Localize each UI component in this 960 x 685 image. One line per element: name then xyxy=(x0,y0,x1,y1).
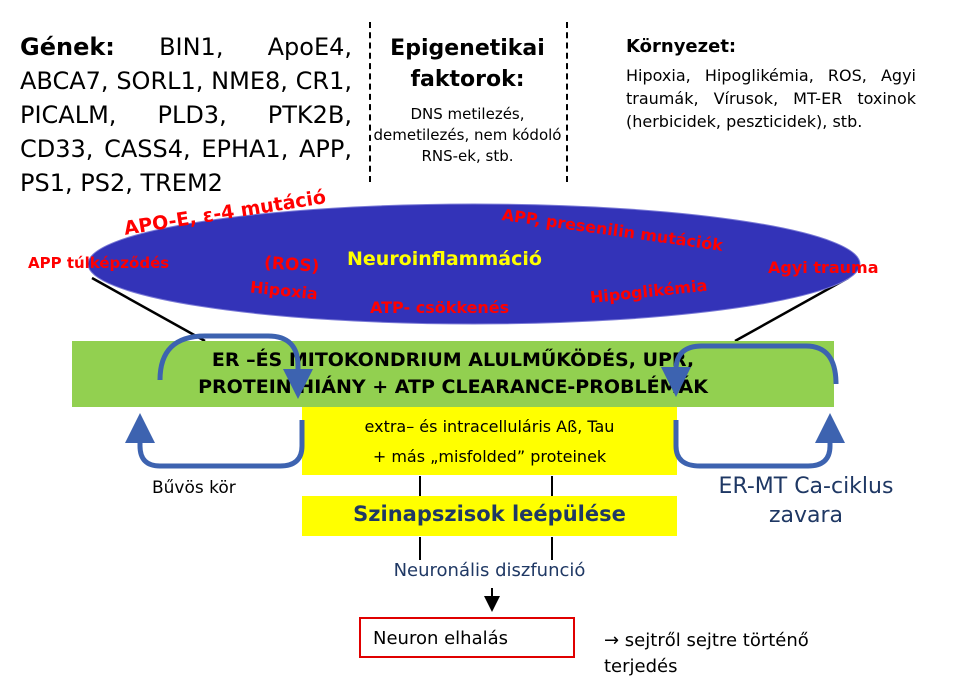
environment-items: Hipoxia, Hipoglikémia, ROS, Agyi traumák… xyxy=(626,66,916,131)
genes-list: BIN1, ApoE4, ABCA7, SORL1, NME8, CR1, PI… xyxy=(20,33,352,197)
epigenetic-items: DNS metilezés, demetilezés, nem kódoló R… xyxy=(373,105,562,165)
neuroinflammation-label: Neuroinflammáció xyxy=(347,248,542,270)
er-mitochondria-bar xyxy=(72,341,834,407)
spread-line2: terjedés xyxy=(604,656,678,677)
neuron-death-box: Neuron elhalás xyxy=(359,617,575,658)
epigenetic-title: Epigenetikai faktorok: xyxy=(390,36,545,92)
synapse-label: Szinapszisok leépülése xyxy=(353,502,626,526)
genes-block: Gének: BIN1, ApoE4, ABCA7, SORL1, NME8, … xyxy=(20,30,352,200)
ca-cycle-label: ER-MT Ca-ciklus zavara xyxy=(718,474,894,528)
app-overproduction-label: APP túlképződés xyxy=(28,254,170,272)
genes-label: Gének: xyxy=(20,33,115,61)
trauma-label: Agyi trauma xyxy=(768,258,879,277)
synapse-box xyxy=(302,496,677,536)
er-bar-line1: ER –ÉS MITOKONDRIUM ALULMŰKÖDÉS, UPR, xyxy=(211,349,695,371)
connector-right xyxy=(734,276,849,343)
ca-cycle-arrow-top xyxy=(661,343,839,397)
protein-line2: + más „misfolded” proteinek xyxy=(372,447,607,466)
ca-cycle-arrow-bottom xyxy=(673,413,845,469)
spread-line1: → sejtről sejtre történő xyxy=(604,630,809,651)
protein-box xyxy=(302,407,677,475)
spread-text: → sejtről sejtre történő terjedés xyxy=(604,628,809,680)
divider-right xyxy=(566,22,568,182)
vicious-circle-label: Bűvös kör xyxy=(152,478,236,498)
connector-left xyxy=(91,276,206,343)
protein-line1: extra– és intracelluláris Aß, Tau xyxy=(364,417,615,436)
neuron-death-label: Neuron elhalás xyxy=(373,628,509,649)
atp-decrease-label: ATP- csökkenés xyxy=(370,298,510,317)
er-bar-line2: PROTEIN HIÁNY + ATP CLEARANCE-PROBLÉMÁK xyxy=(198,376,708,398)
vicious-circle-arrow-top xyxy=(157,333,313,399)
neuronal-dysfunction-label: Neuronális diszfunció xyxy=(393,560,586,581)
neuroinflammation-ellipse xyxy=(87,203,861,325)
divider-left xyxy=(369,22,371,182)
vicious-circle-arrow-bottom xyxy=(125,413,305,469)
environment-title: Környezet: xyxy=(626,36,737,57)
